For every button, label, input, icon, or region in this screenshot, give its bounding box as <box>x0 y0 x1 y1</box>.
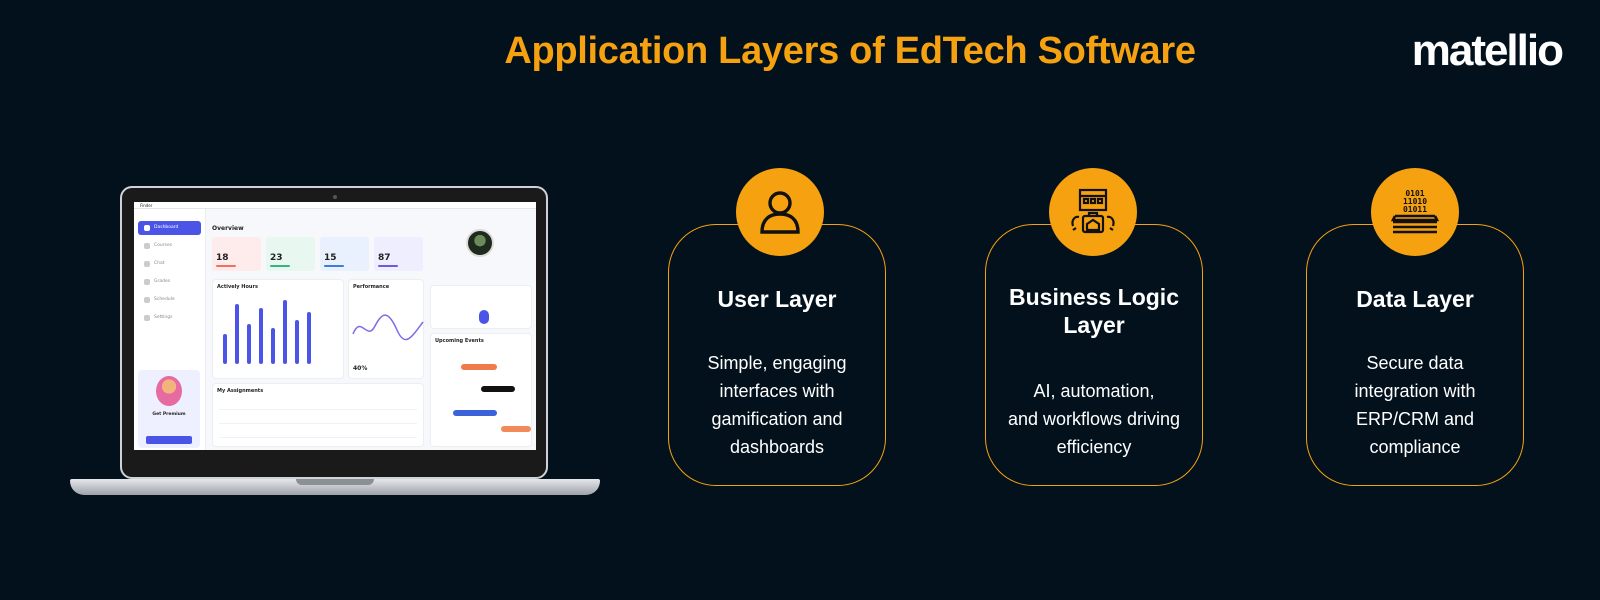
table-row <box>219 414 417 424</box>
layer-title: Data Layer <box>1356 286 1474 312</box>
sidebar-item-dashboard: Dashboard <box>138 221 201 235</box>
sidebar-item-settings: Settings <box>138 311 201 325</box>
actively-hours-panel: Actively Hours <box>212 279 344 379</box>
performance-value: 40% <box>353 365 368 372</box>
stat-card: 23 <box>266 237 315 271</box>
layer-description: Simple, engaging interfaces with gamific… <box>677 349 877 461</box>
hours-bar <box>271 328 275 364</box>
assignments-panel: My Assignments <box>212 383 424 447</box>
performance-panel: Performance 40% <box>348 279 424 379</box>
description-line: AI, automation, <box>1033 381 1155 401</box>
laptop-base <box>70 479 600 495</box>
business-logic-layer-card: Business Logic Layer AI, automation, and… <box>985 224 1203 486</box>
stat-value: 18 <box>216 253 229 263</box>
event-pill <box>481 386 515 392</box>
description-line: dashboards <box>729 437 825 457</box>
sidebar-item-grades: Grades <box>138 275 201 289</box>
hours-bar <box>235 304 239 364</box>
upcoming-events-label: Upcoming Events <box>435 338 484 344</box>
table-row <box>219 428 417 438</box>
description-line: ERP/CRM and <box>1355 409 1475 429</box>
laptop-screen: Finder Dashboard Courses Chat Grades Sch… <box>134 202 536 450</box>
sidebar-item-chat: Chat <box>138 257 201 271</box>
calendar-panel <box>430 285 532 329</box>
laptop-lid: Finder Dashboard Courses Chat Grades Sch… <box>120 186 548 479</box>
menu-bar: Finder <box>134 202 536 209</box>
actively-hours-label: Actively Hours <box>217 284 258 290</box>
stat-card: 87 <box>374 237 423 271</box>
hours-bar <box>223 334 227 364</box>
event-pill <box>453 410 497 416</box>
avatar <box>466 229 494 257</box>
page-title: Application Layers of EdTech Software <box>504 30 1196 72</box>
description-line: Simple, engaging <box>707 353 847 373</box>
selected-date <box>479 310 489 324</box>
laptop-notch <box>296 479 374 485</box>
hours-bar <box>295 320 299 364</box>
laptop-illustration: Finder Dashboard Courses Chat Grades Sch… <box>70 186 600 496</box>
stat-bar <box>378 265 398 267</box>
stat-bar <box>216 265 236 267</box>
layer-title: Business Logic Layer <box>1009 284 1179 338</box>
brand-logo: matellio <box>1411 26 1564 75</box>
stat-card: 18 <box>212 237 261 271</box>
user-icon <box>736 168 824 256</box>
layer-description: Secure data integration with ERP/CRM and… <box>1315 349 1515 461</box>
premium-promo: Get Premium <box>138 370 200 448</box>
layer-description: AI, automation, and workflows driving ef… <box>994 377 1194 461</box>
building-gear-icon <box>1049 168 1137 256</box>
camera <box>333 195 337 199</box>
event-pill <box>461 364 497 370</box>
stat-value: 87 <box>378 253 391 263</box>
binary-database-icon: 0101 11010 01011 <box>1371 168 1459 256</box>
promo-label: Get Premium <box>152 412 186 417</box>
description-line: gamification and <box>711 409 843 429</box>
promo-illustration <box>156 376 182 406</box>
description-line: efficiency <box>1056 437 1132 457</box>
svg-text:11010: 11010 <box>1403 197 1427 206</box>
table-row <box>219 400 417 410</box>
subscribe-button <box>146 436 192 444</box>
stat-bar <box>324 265 344 267</box>
hours-bar <box>283 300 287 364</box>
sidebar-item-schedule: Schedule <box>138 293 201 307</box>
stat-value: 23 <box>270 253 283 263</box>
description-line: compliance <box>1369 437 1461 457</box>
event-pill <box>501 426 531 432</box>
stat-value: 15 <box>324 253 337 263</box>
overview-label: Overview <box>212 225 244 232</box>
performance-label: Performance <box>353 284 390 290</box>
upcoming-events-panel: Upcoming Events <box>430 333 532 447</box>
dashboard-sidebar: Dashboard Courses Chat Grades Schedule S… <box>134 209 206 450</box>
stat-card: 15 <box>320 237 369 271</box>
sidebar-item-courses: Courses <box>138 239 201 253</box>
performance-line <box>352 314 424 341</box>
layer-title: User Layer <box>717 286 837 312</box>
svg-text:0101: 0101 <box>1405 189 1424 198</box>
description-line: Secure data <box>1366 353 1464 373</box>
data-layer-card: Data Layer Secure data integration with … <box>1306 224 1524 486</box>
description-line: integration with <box>1354 381 1476 401</box>
hours-bar <box>307 312 311 364</box>
assignments-label: My Assignments <box>217 388 264 394</box>
dashboard-main: Overview 18 23 15 87 Actively Hours <box>210 209 536 450</box>
stat-bar <box>270 265 290 267</box>
svg-text:01011: 01011 <box>1403 205 1427 214</box>
hours-bar <box>247 324 251 364</box>
description-line: and workflows driving <box>1007 409 1181 429</box>
user-layer-card: User Layer Simple, engaging interfaces w… <box>668 224 886 486</box>
hours-bar <box>259 308 263 364</box>
description-line: interfaces with <box>719 381 835 401</box>
